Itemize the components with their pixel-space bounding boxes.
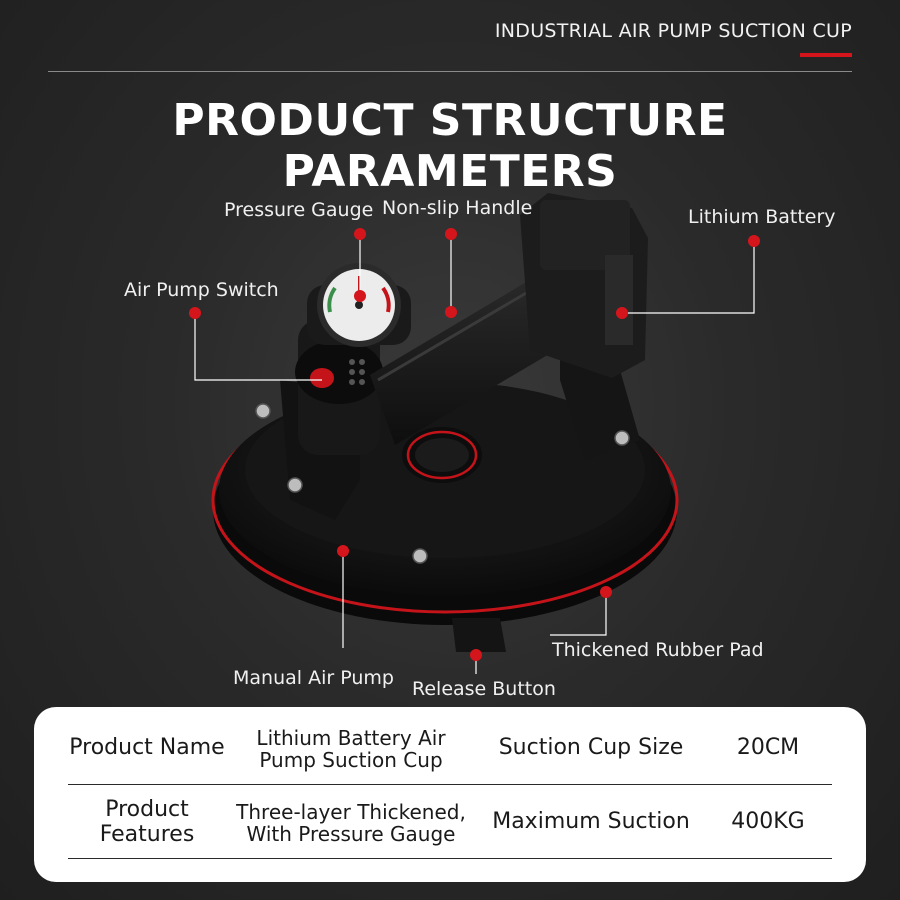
spec-value-line: Three-layer Thickened, — [236, 799, 466, 824]
spec-value-line: With Pressure Gauge — [246, 821, 456, 846]
callout-lithium-battery: Lithium Battery — [688, 206, 836, 228]
callout-lines — [194, 234, 755, 674]
page-title: PRODUCT STRUCTURE PARAMETERS — [172, 95, 728, 197]
release-tab — [452, 618, 506, 652]
table-row: Product Features Three-layer Thickened, … — [68, 787, 832, 859]
spec-value-maximum-suction: 400KG — [731, 809, 805, 835]
screws — [255, 403, 630, 564]
callout-non-slip-handle: Non-slip Handle — [382, 197, 533, 219]
callout-dots — [189, 228, 760, 661]
accent-bar — [800, 53, 852, 57]
spec-value-line: Lithium Battery Air — [256, 725, 446, 750]
spec-table: Product Name Lithium Battery Air Pump Su… — [34, 707, 866, 882]
spec-label-suction-cup-size: Suction Cup Size — [498, 735, 684, 761]
callout-pressure-gauge: Pressure Gauge — [224, 199, 374, 221]
spec-value-product-features: Three-layer Thickened, With Pressure Gau… — [226, 801, 476, 845]
spec-value-line: Pump Suction Cup — [259, 747, 443, 772]
callout-release-button: Release Button — [412, 678, 556, 700]
callout-air-pump-switch: Air Pump Switch — [124, 279, 279, 301]
spec-value-product-name: Lithium Battery Air Pump Suction Cup — [226, 727, 476, 771]
spec-value-suction-cup-size: 20CM — [736, 735, 800, 761]
header-divider — [48, 71, 852, 72]
battery-housing — [520, 193, 648, 460]
spec-label-maximum-suction: Maximum Suction — [492, 809, 690, 835]
spec-label-product-features: Product Features — [99, 797, 195, 847]
category-label: INDUSTRIAL AIR PUMP SUCTION CUP — [494, 20, 852, 42]
callout-manual-air-pump: Manual Air Pump — [233, 667, 394, 689]
spec-label-product-name: Product Name — [69, 735, 225, 761]
pressure-gauge — [307, 263, 411, 347]
table-row: Product Name Lithium Battery Air Pump Su… — [68, 713, 832, 785]
pump-housing — [280, 320, 383, 520]
callout-thickened-rubber-pad: Thickened Rubber Pad — [552, 639, 764, 661]
release-valve — [402, 427, 482, 483]
